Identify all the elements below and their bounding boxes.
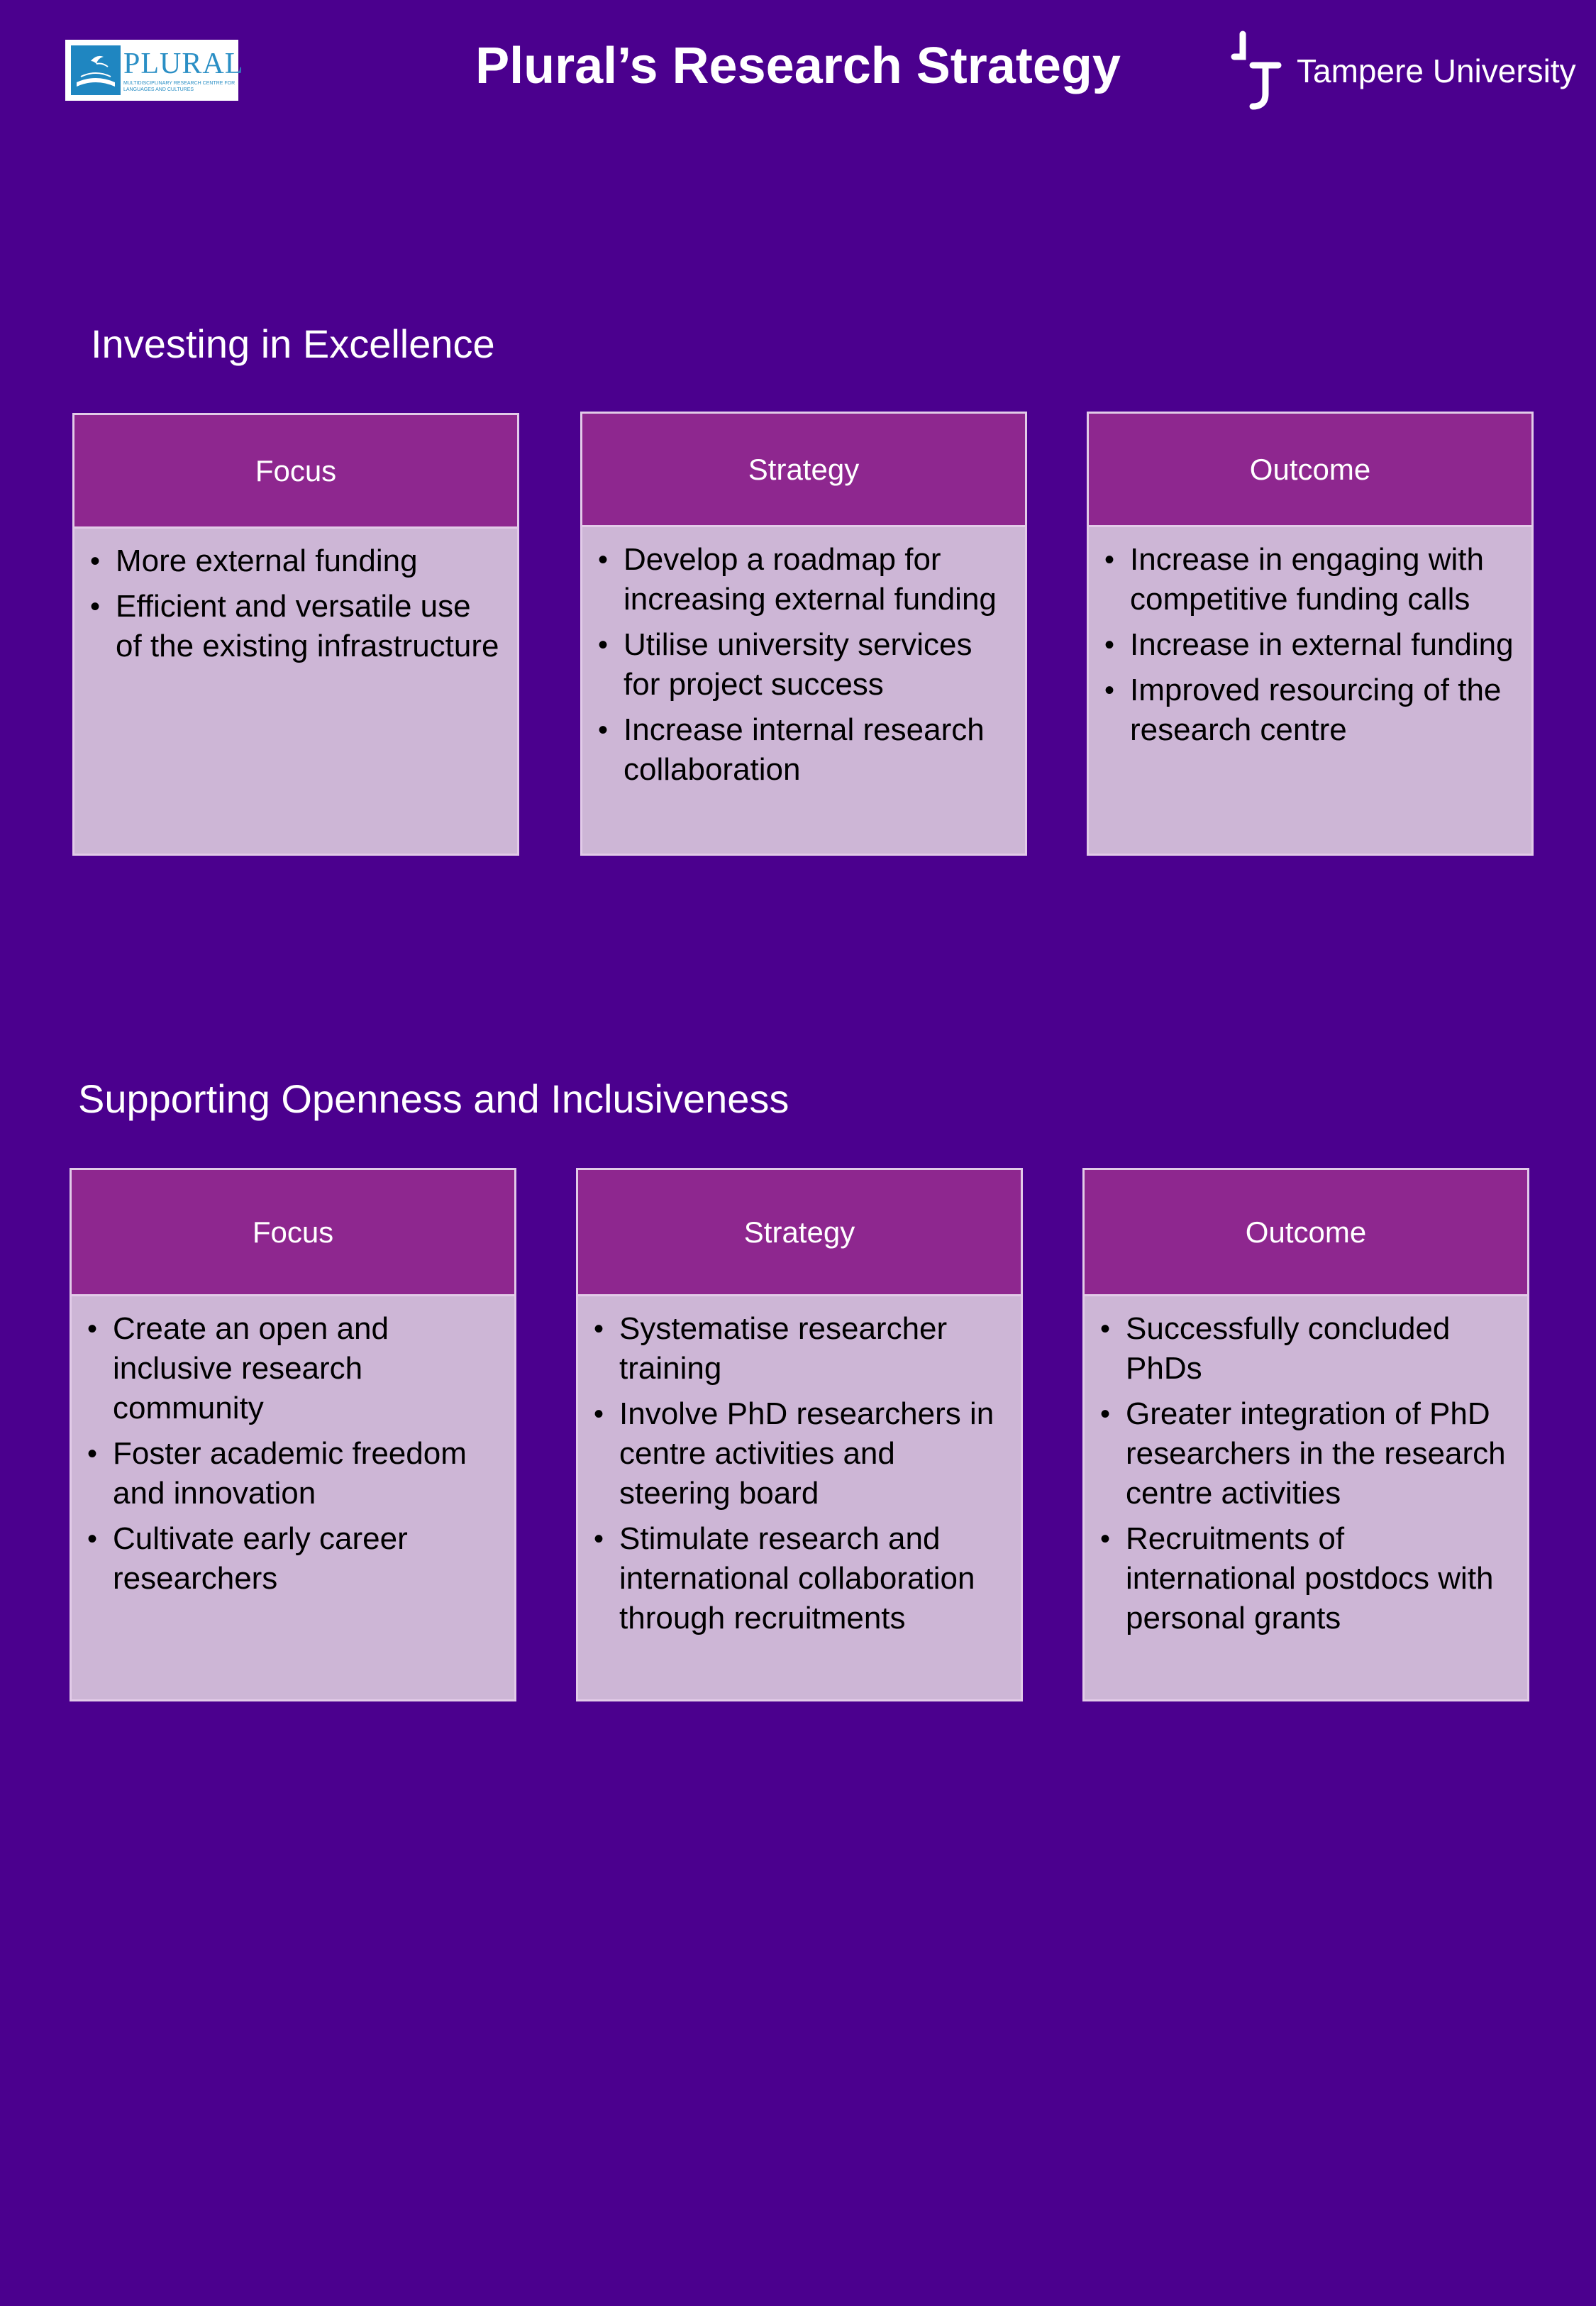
- list-item: More external funding: [89, 541, 500, 581]
- tampere-logo-word: Tampere University: [1297, 53, 1576, 89]
- bird-book-icon: [71, 45, 121, 95]
- section-title-excellence: Investing in Excellence: [91, 321, 495, 366]
- card-heading: Focus: [74, 415, 517, 529]
- list-item: Recruitments of international postdocs w…: [1099, 1519, 1510, 1638]
- list-item: Greater integration of PhD researchers i…: [1099, 1394, 1510, 1513]
- card-heading: Outcome: [1089, 414, 1531, 527]
- list-item: Develop a roadmap for increasing externa…: [597, 540, 1008, 619]
- card-openness-outcome: Outcome Successfully concluded PhDs Grea…: [1082, 1168, 1529, 1701]
- list-item: Efficient and versatile use of the exist…: [89, 587, 500, 666]
- section-title-openness: Supporting Openness and Inclusiveness: [78, 1076, 789, 1121]
- list-item: Create an open and inclusive research co…: [86, 1309, 497, 1428]
- tampere-university-logo: Tampere University: [1229, 28, 1576, 114]
- plural-logo-subtitle: MULTIDISCIPLINARY RESEARCH CENTRE FOR LA…: [123, 81, 235, 92]
- card-openness-focus: Focus Create an open and inclusive resea…: [70, 1168, 516, 1701]
- tampere-mark-icon: [1231, 31, 1282, 110]
- plural-logo: PLURAL MULTIDISCIPLINARY RESEARCH CENTRE…: [65, 40, 243, 101]
- card-excellence-strategy: Strategy Develop a roadmap for increasin…: [580, 412, 1027, 856]
- card-heading: Strategy: [578, 1170, 1021, 1296]
- list-item: Utilise university services for project …: [597, 625, 1008, 705]
- list-item: Increase internal research collaboration: [597, 710, 1008, 790]
- list-item: Cultivate early career researchers: [86, 1519, 497, 1599]
- card-excellence-focus: Focus More external funding Efficient an…: [72, 413, 519, 856]
- list-item: Successfully concluded PhDs: [1099, 1309, 1510, 1389]
- list-item: Foster academic freedom and innovation: [86, 1434, 497, 1513]
- page-title: Plural’s Research Strategy: [475, 38, 1121, 94]
- card-excellence-outcome: Outcome Increase in engaging with compet…: [1087, 412, 1534, 856]
- list-item: Improved resourcing of the research cent…: [1103, 671, 1514, 750]
- plural-logo-word: PLURAL: [123, 48, 244, 80]
- list-item: Involve PhD researchers in centre activi…: [592, 1394, 1004, 1513]
- list-item: Increase in engaging with competitive fu…: [1103, 540, 1514, 619]
- card-heading: Strategy: [582, 414, 1025, 527]
- list-item: Stimulate research and international col…: [592, 1519, 1004, 1638]
- card-openness-strategy: Strategy Systematise researcher training…: [576, 1168, 1023, 1701]
- list-item: Systematise researcher training: [592, 1309, 1004, 1389]
- list-item: Increase in external funding: [1103, 625, 1514, 665]
- card-heading: Outcome: [1085, 1170, 1527, 1296]
- card-heading: Focus: [72, 1170, 514, 1296]
